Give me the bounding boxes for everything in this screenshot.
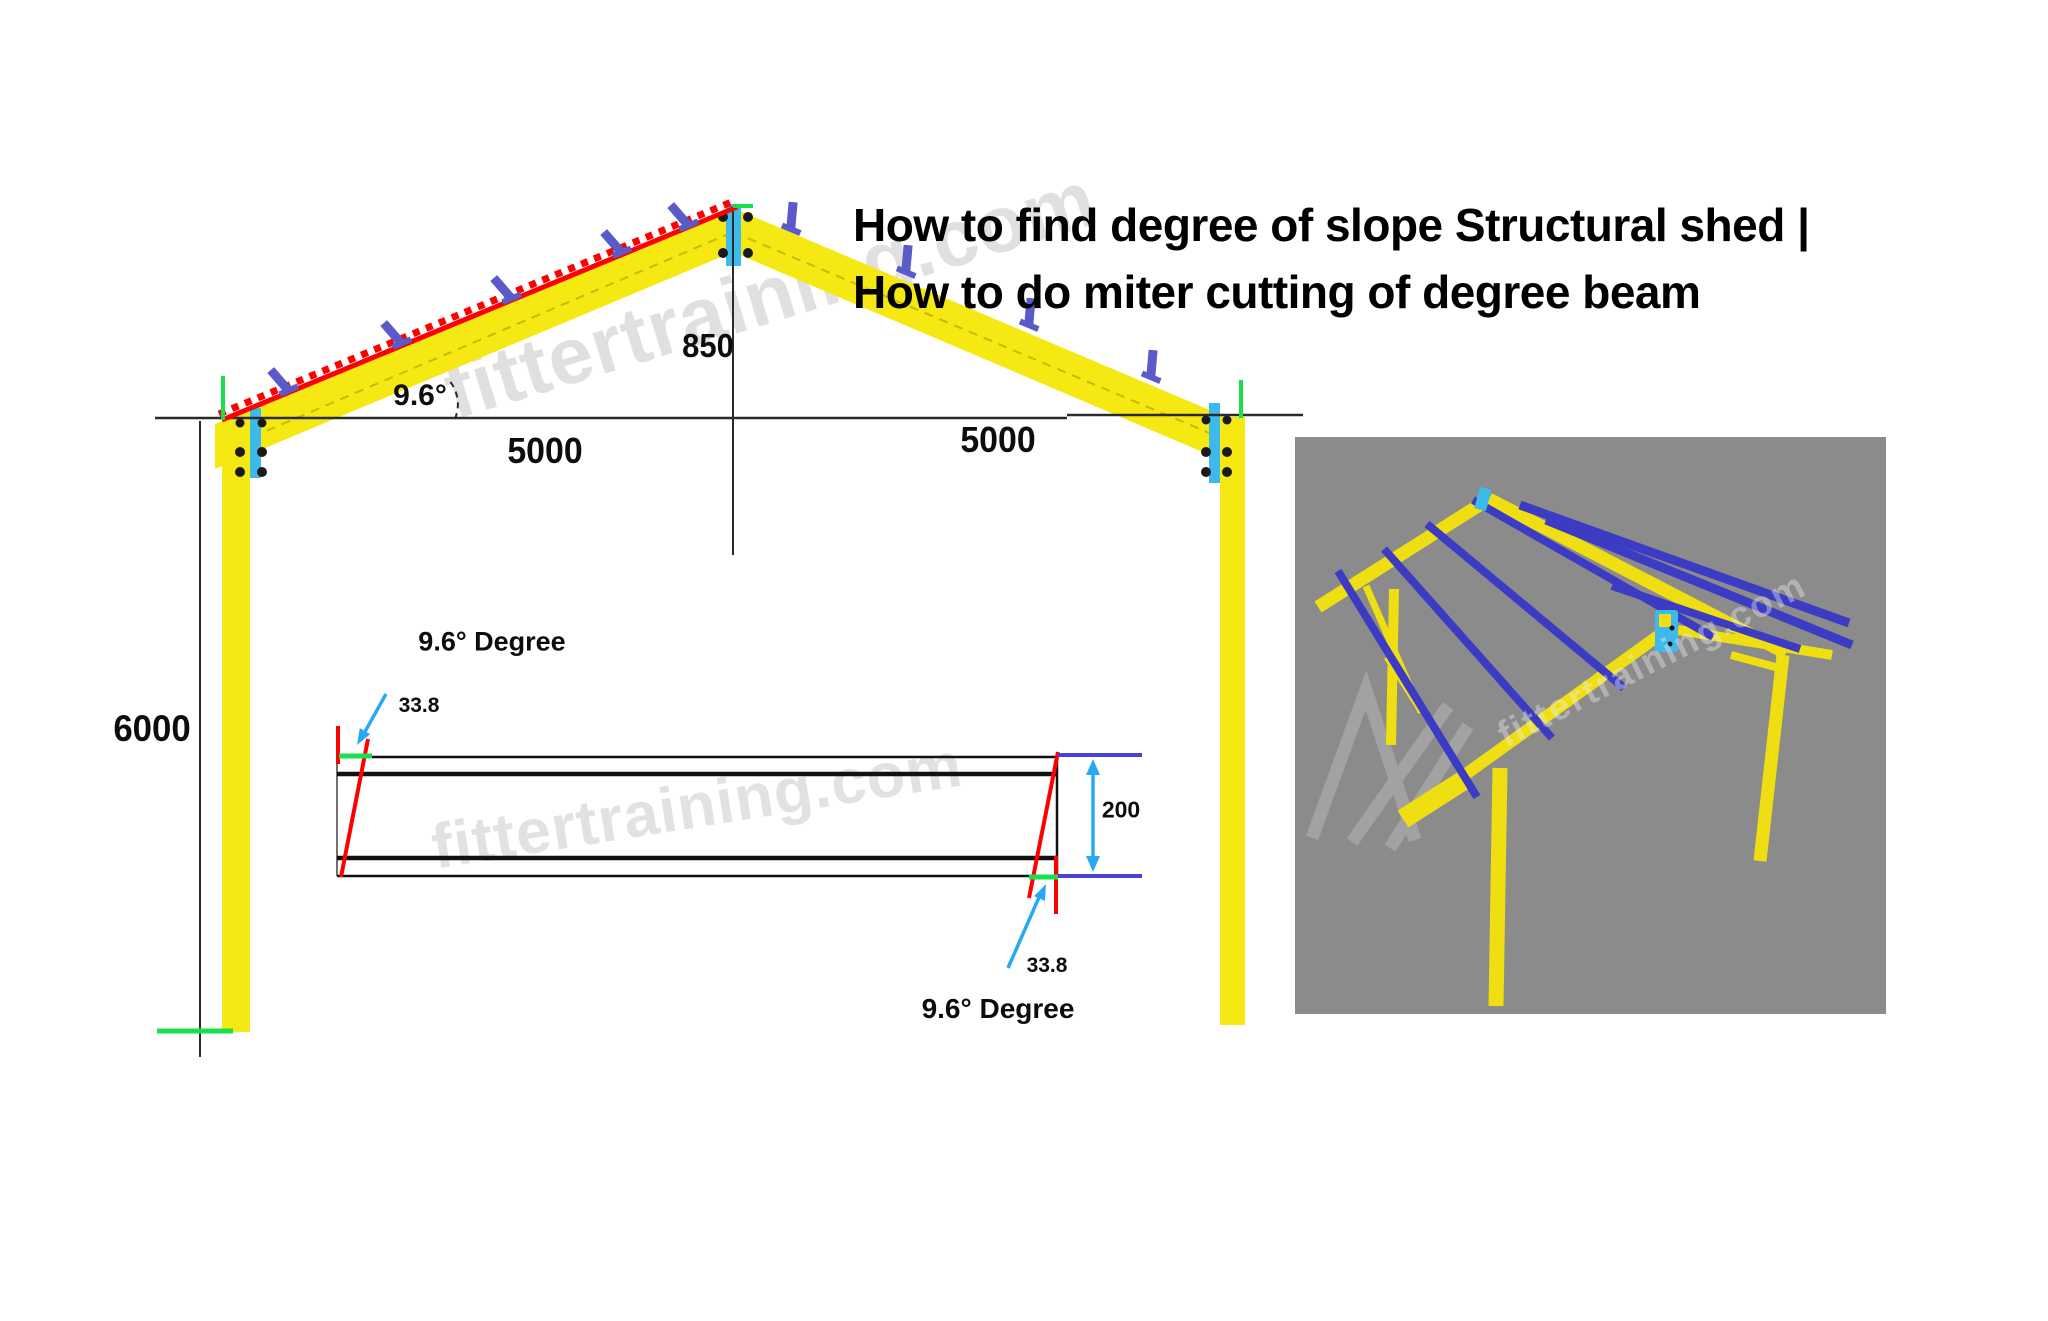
depth-extension-lines xyxy=(1058,753,1142,878)
miter-cut-lines xyxy=(336,726,1060,914)
column-right xyxy=(1220,417,1245,1025)
callout-arrow-top xyxy=(357,693,388,745)
depth-arrow xyxy=(1086,759,1100,872)
title-line-2: How to do miter cutting of degree beam xyxy=(853,266,1701,318)
render-3d-panel xyxy=(1295,437,1886,1014)
detail-angle-top-label: 9.6° Degree xyxy=(418,626,566,657)
detail-angle-bottom-label: 9.6° Degree xyxy=(921,993,1075,1024)
cut-reference-marks xyxy=(339,753,1058,880)
render-ridge-plates xyxy=(1474,486,1678,652)
title-line-1: How to find degree of slope Structural s… xyxy=(853,199,1810,251)
dim-span-left: 5000 xyxy=(507,430,583,471)
beam-centerline-left xyxy=(251,231,734,438)
callout-arrow-bottom xyxy=(1006,884,1046,969)
roof-beam-left xyxy=(215,208,733,469)
splice-plate-left xyxy=(250,408,261,478)
dimension-lines xyxy=(155,210,1303,1057)
shed-elevation xyxy=(155,196,1303,1057)
angle-arc xyxy=(448,379,459,420)
bolt-group xyxy=(235,212,1232,477)
dim-ridge-rise: 850 xyxy=(682,327,734,364)
splice-plate-right xyxy=(1209,403,1220,483)
miter-hatch-red xyxy=(217,197,738,423)
video-title: How to find degree of slope Structural s… xyxy=(853,192,1810,326)
detail-offset-bottom-label: 33.8 xyxy=(1026,954,1068,977)
column-left xyxy=(222,417,250,1032)
dim-column-height: 6000 xyxy=(113,708,191,749)
beam-miter-detail xyxy=(336,693,1142,969)
dim-span-right: 5000 xyxy=(960,419,1036,460)
beam-outline xyxy=(336,755,1059,878)
green-marks xyxy=(157,204,1243,1034)
dim-slope-angle: 9.6° xyxy=(393,379,447,412)
detail-offset-top-label: 33.8 xyxy=(398,694,440,717)
detail-depth-label: 200 xyxy=(1101,796,1141,823)
